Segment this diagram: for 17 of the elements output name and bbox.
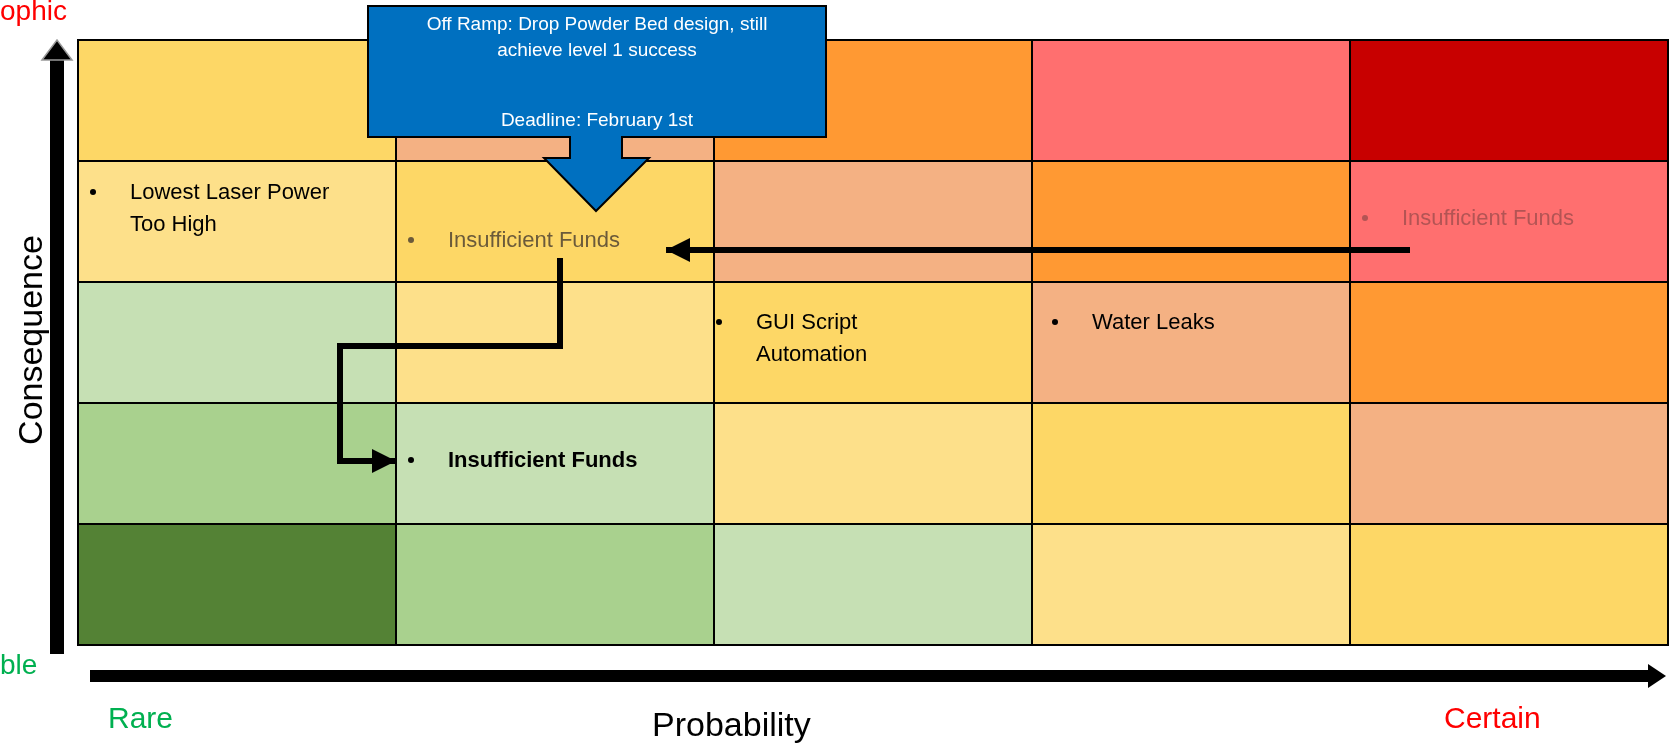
risk-item-text: Insufficient Funds: [1402, 204, 1575, 232]
callout-text: Off Ramp: Drop Powder Bed design, still achieve level 1 success: [425, 12, 769, 62]
axis-end-label: ble: [0, 648, 38, 682]
axis-end-label: Rare: [108, 700, 174, 736]
axis-end-label: ophic: [0, 0, 67, 28]
risk-item-text: GUI Script Automation: [756, 308, 869, 368]
axis-title: Probability: [652, 704, 811, 745]
callout-text: Deadline: February 1st: [499, 108, 695, 132]
risk-item-text: Insufficient Funds: [448, 226, 621, 254]
risk-item-text: Water Leaks: [1092, 308, 1215, 336]
axis-end-label: Certain: [1444, 700, 1541, 736]
risk-item-text: Lowest Laser Power Too High: [130, 178, 331, 238]
connector-arrow: [337, 258, 563, 473]
connector-arrow: [666, 238, 1410, 262]
down-arrow-callout: [367, 5, 827, 213]
risk-item-text: Insufficient Funds: [448, 446, 638, 474]
axis-title: Consequence: [9, 235, 50, 445]
